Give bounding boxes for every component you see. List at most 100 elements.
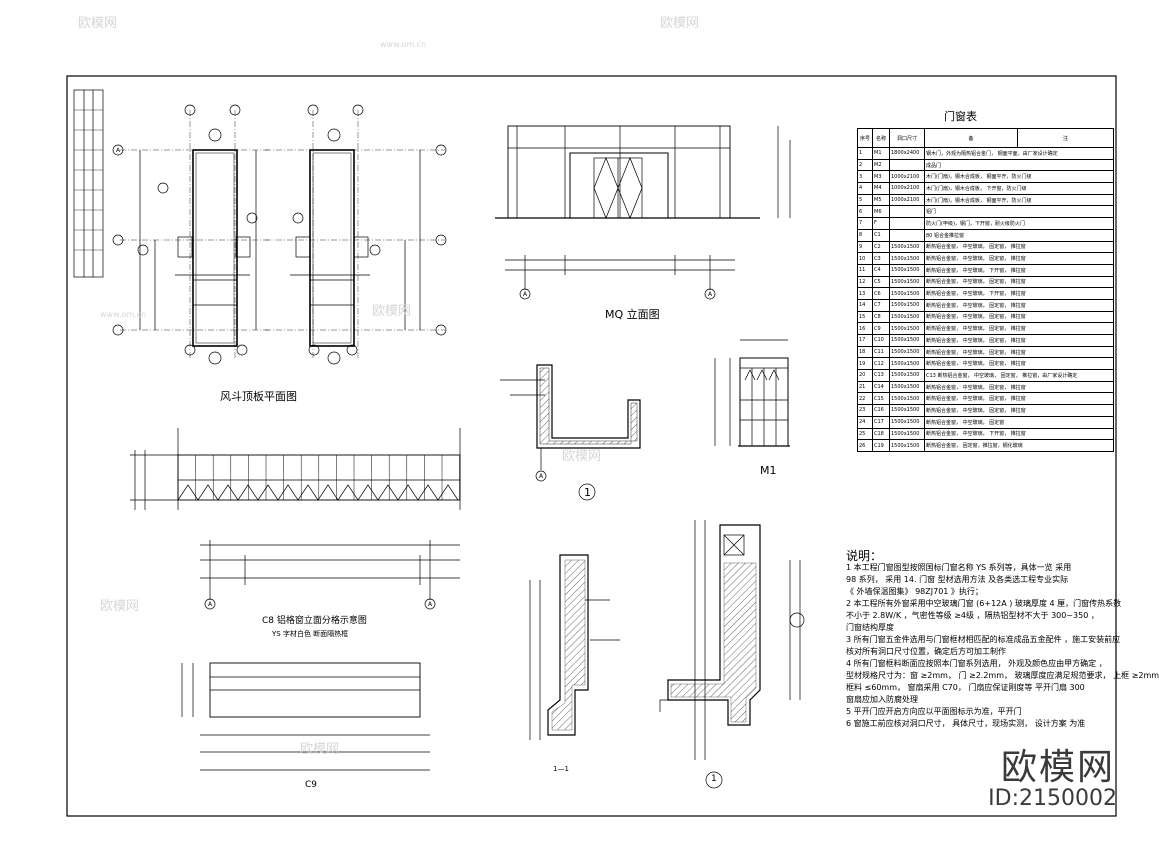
axis-a-label: A xyxy=(428,601,433,608)
table-cell: 12 xyxy=(857,275,873,289)
general-notes: 说明： 1 本工程门窗图型按照国标门窗名称 YS 系列等，具体一览 采用 98 … xyxy=(846,549,1159,730)
table-cell: C13 断热铝合金窗， 中空玻璃， 固定窗， 推拉窗，由厂家设计确定 xyxy=(924,369,1114,382)
note-line: 不小于 2.8W/K ，气密性等级 ≥4级 ，隔热铝型材不大于 300~350 … xyxy=(846,611,1099,620)
section-1-1 xyxy=(529,554,620,740)
table-cell: 断热铝合金窗， 中空玻璃， 固定窗， 推拉窗 xyxy=(924,357,1114,371)
table-cell: C2 xyxy=(872,240,890,254)
table-cell: M5 xyxy=(872,193,890,207)
watermark-logo: 欧模网 xyxy=(1000,747,1115,788)
table-cell: 3 xyxy=(857,170,873,184)
table-cell: 9 xyxy=(857,240,873,254)
table-cell xyxy=(889,217,925,230)
table-cell: C11 xyxy=(872,345,890,359)
roof-plan-right xyxy=(265,104,447,365)
table-cell: C7 xyxy=(872,298,890,312)
table-cell: C19 xyxy=(872,439,890,452)
mq-elevation xyxy=(495,125,791,300)
table-cell: 断热铝合金窗， 中空玻璃， 固定窗， 推拉窗 xyxy=(924,310,1114,324)
table-cell: 断热铝合金窗， 中空玻璃， 固定窗， 推拉窗 xyxy=(924,392,1114,406)
table-cell: C1 xyxy=(872,228,890,242)
note-line: 2 本工程所有外窗采用中空玻璃门窗 (6+12A ) 玻璃厚度 4 厘，门窗传热… xyxy=(846,599,1122,608)
table-cell: M1 xyxy=(872,147,890,160)
table-cell: 20 xyxy=(857,369,873,382)
detail-1 xyxy=(500,364,641,501)
table-cell: 断热铝合金窗， 中空玻璃， 固定窗， 推拉窗 xyxy=(924,240,1114,254)
table-cell: 1500x1500 xyxy=(889,392,925,406)
table-cell: 断热铝合金窗， 中空玻璃， 固定窗， 推拉窗 xyxy=(924,275,1114,289)
axis-a-label: A xyxy=(116,147,121,154)
table-cell: 6 xyxy=(857,205,873,219)
table-cell: C9 xyxy=(872,322,890,335)
table-cell xyxy=(889,158,925,172)
table-cell: C10 xyxy=(872,334,890,347)
watermark-site: www.om.cn xyxy=(100,310,147,319)
axis-labels: A A A A A A xyxy=(116,147,713,608)
section-1-1-title: 1—1 xyxy=(553,765,569,773)
mq-elevation-title: MQ 立面图 xyxy=(605,308,660,321)
table-cell: 1800x2400 xyxy=(889,147,925,160)
axis-a-label: A xyxy=(523,291,528,298)
table-cell: 11 xyxy=(857,263,873,277)
note-line: 5 平开门应开启方向应以平面图标示为准，平开门 xyxy=(846,707,1022,716)
table-cell: C17 xyxy=(872,415,890,429)
note-line: 4 所有门窗框料断面应按照本门窗系列选用， 外观及颜色应由甲方确定 ， xyxy=(846,659,1107,668)
table-cell: C6 xyxy=(872,287,890,300)
table-cell: C8 xyxy=(872,310,890,324)
table-cell: 1500x1500 xyxy=(889,357,925,371)
table-cell: 断热铝合金窗， 中空玻璃， 固定窗， 推拉窗 xyxy=(924,298,1114,312)
table-cell: C5 xyxy=(872,275,890,289)
table-cell: 1500x1500 xyxy=(889,322,925,335)
column-header: 注 xyxy=(1017,128,1114,148)
note-line: 核对所有洞口尺寸位置，确定后方可加工制作 xyxy=(846,647,1006,656)
note-line: 98 系列， 采用 14. 门窗 型材选用方法 及各类选工程专业实际 xyxy=(846,575,1069,584)
axis-a-label: A xyxy=(539,473,544,480)
watermark-id: ID:2150002 xyxy=(988,786,1117,811)
table-cell: C14 xyxy=(872,380,890,394)
table-cell: 钢木门，外观为隔热铝合金门， 钢面平面，由厂家设计确定 xyxy=(924,147,1114,160)
table-cell: 2 xyxy=(857,158,873,172)
table-cell: 1500x1500 xyxy=(889,427,925,441)
detail-1b-title: 1 xyxy=(711,774,717,784)
table-cell: 断热铝合金窗， 中空玻璃， 下开窗， 推拉窗 xyxy=(924,263,1114,277)
note-line: 6 窗施工前应核对洞口尺寸， 具体尺寸，现场实测， 设计方案 为准 xyxy=(846,719,1086,728)
table-cell: 1500x1500 xyxy=(889,287,925,300)
column-header: 备 xyxy=(924,128,1018,148)
table-cell: 断热铝合金窗， 中空玻璃， 下开窗， 推拉窗 xyxy=(924,287,1114,300)
table-cell: C13 xyxy=(872,369,890,382)
table-cell: 16 xyxy=(857,322,873,335)
table-cell: 1500x1500 xyxy=(889,252,925,265)
table-cell: 10 xyxy=(857,252,873,265)
watermark-brand: 欧模网 xyxy=(372,304,412,319)
column-header: 洞口尺寸 xyxy=(889,128,925,148)
table-cell: 成品门 xyxy=(924,158,1114,172)
c8-title: C8 铝格窗立面分格示意图 xyxy=(262,616,367,626)
table-cell: C12 xyxy=(872,357,890,371)
table-cell: C15 xyxy=(872,392,890,406)
detail-1-title: 1 xyxy=(584,486,591,499)
notes-heading: 说明： xyxy=(846,549,883,563)
c9-title: C9 xyxy=(305,780,318,790)
table-cell: 1500x1500 xyxy=(889,404,925,417)
note-line: 1 本工程门窗图型按照国标门窗名称 YS 系列等，具体一览 采用 xyxy=(846,563,1072,572)
table-cell: 防火门(甲级)，钢门，下开窗，耐火级防火门 xyxy=(924,217,1114,230)
table-cell: 1 xyxy=(857,147,873,160)
table-cell: 4 xyxy=(857,182,873,195)
table-cell: 5 xyxy=(857,193,873,207)
table-cell: 25 xyxy=(857,427,873,441)
